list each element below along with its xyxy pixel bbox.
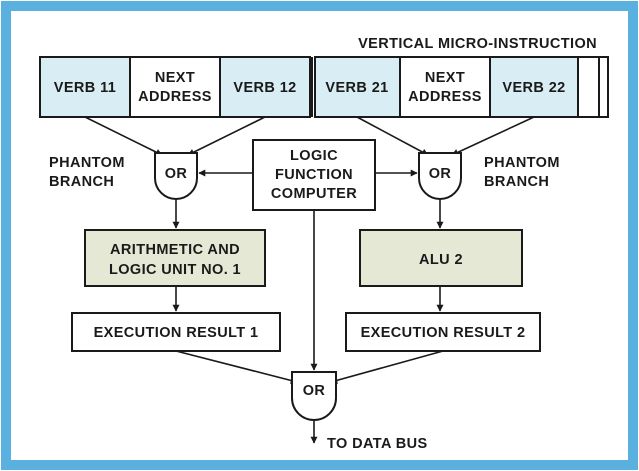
instruction-cell-verb-11 (39, 56, 131, 118)
alu1-line-2: LOGIC UNIT NO. 1 (109, 262, 241, 278)
verb-22-to-right-or (451, 116, 535, 156)
instruction-cell-continuation (577, 56, 609, 118)
alu1-line-1: ARITHMETIC AND (110, 242, 240, 258)
result1-label: EXECUTION RESULT 1 (94, 325, 259, 341)
logic-function-computer-line-3: COMPUTER (271, 186, 357, 202)
verb-11-label: VERB 11 (54, 80, 116, 96)
right-or-label: OR (429, 166, 452, 182)
next-address-1-line-1: NEXT (155, 70, 195, 86)
alu2-label: ALU 2 (419, 252, 463, 268)
phantom-branch-left-line-2: BRANCH (49, 174, 114, 190)
alu2-box (359, 229, 523, 287)
to-data-bus-label: TO DATA BUS (327, 436, 428, 452)
logic-function-computer-line-2: FUNCTION (275, 167, 353, 183)
bottom-or-label: OR (303, 383, 326, 399)
next-address-1-line-2: ADDRESS (138, 89, 212, 105)
logic-function-computer-box (252, 139, 376, 211)
instruction-cell-next-address-2 (399, 56, 491, 118)
phantom-branch-left-line-1: PHANTOM (49, 155, 125, 171)
verb-22-label: VERB 22 (502, 80, 565, 96)
next-address-2-line-2: ADDRESS (408, 89, 482, 105)
bottom-or-gate (291, 371, 337, 421)
phantom-branch-right-line-2: BRANCH (484, 174, 549, 190)
logic-function-computer-line-1: LOGIC (290, 148, 338, 164)
verb-12-to-left-or (187, 116, 266, 156)
alu1-box (84, 229, 266, 287)
next-address-2-line-1: NEXT (425, 70, 465, 86)
result2-box (345, 312, 541, 352)
verb-21-to-right-or (356, 116, 429, 156)
left-or-gate (154, 152, 198, 200)
result1-box (71, 312, 281, 352)
diagram-title: VERTICAL MICRO-INSTRUCTION (358, 36, 597, 52)
right-or-gate (418, 152, 462, 200)
left-or-label: OR (165, 166, 188, 182)
result1-to-bottom-or (175, 350, 298, 384)
verb-12-label: VERB 12 (233, 80, 296, 96)
result2-to-bottom-or (330, 350, 444, 384)
verb-11-to-left-or (84, 116, 163, 156)
result2-label: EXECUTION RESULT 2 (361, 325, 526, 341)
instruction-word: VERB 11 NEXT ADDRESS VERB 12 VERB 21 NEX… (39, 56, 609, 118)
verb-21-label: VERB 21 (325, 80, 388, 96)
instruction-cell-next-address-1 (129, 56, 221, 118)
phantom-branch-right-line-1: PHANTOM (484, 155, 560, 171)
